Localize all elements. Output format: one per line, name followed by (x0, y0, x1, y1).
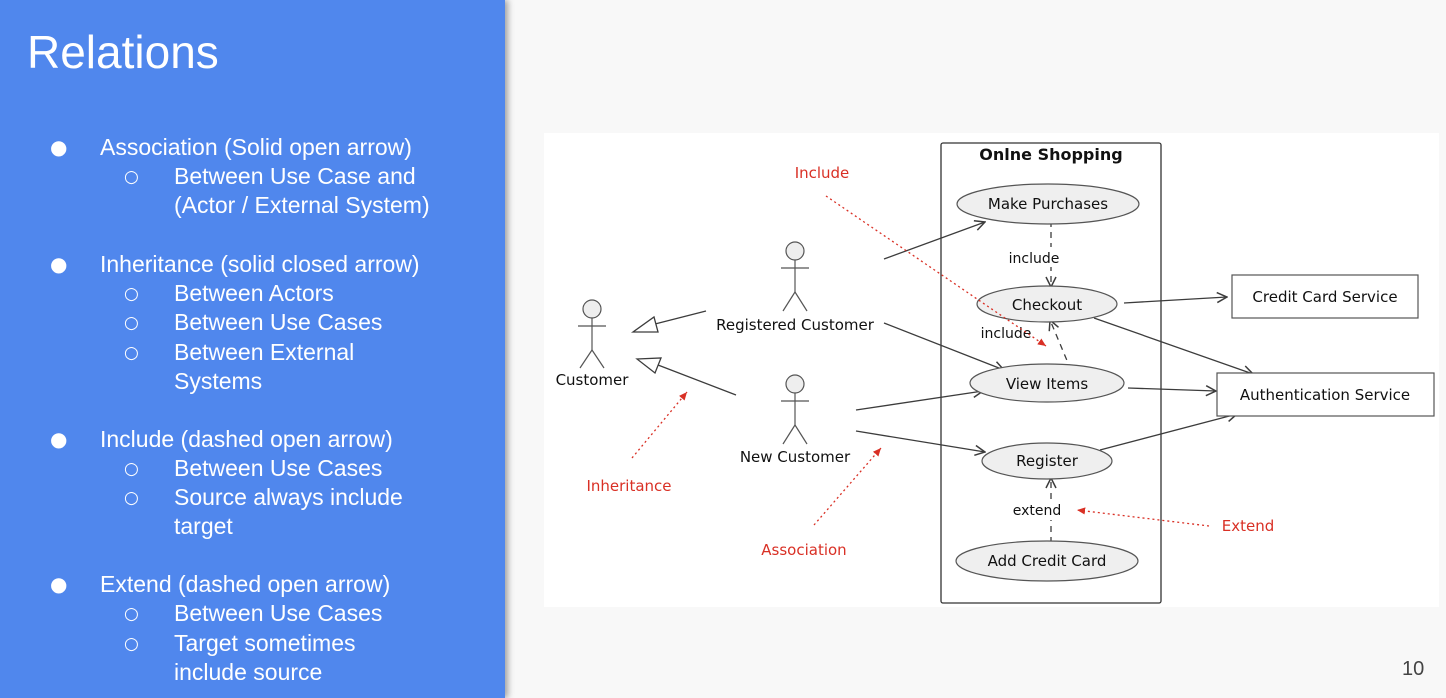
sub-bullet-text: include source (174, 659, 323, 685)
bullet-dot: ● (50, 572, 68, 596)
diagram-svg: Onlne Shopping Customer Registered Custo… (556, 142, 1435, 604)
sub-bullet-circle: ○ (124, 634, 139, 654)
include-label-1: include (1009, 251, 1060, 267)
usecase-view-items-label: View Items (1006, 375, 1089, 393)
assoc-checkout-auth (1093, 317, 1253, 374)
page-number: 10 (1402, 658, 1425, 680)
sub-bullet-text: Between Use Cases (174, 600, 383, 626)
actor-registered-label: Registered Customer (716, 316, 875, 334)
annotation-inheritance-label: Inheritance (586, 477, 671, 495)
bullet-inheritance: Inheritance (solid closed arrow) (100, 251, 420, 277)
inheritance-new-to-customer (635, 357, 737, 396)
usecase-make-purchases: Make Purchases (956, 183, 1140, 225)
slide-title: Relations (27, 26, 219, 78)
sub-bullet-circle: ○ (124, 459, 139, 479)
sub-bullet-text: (Actor / External System) (174, 192, 430, 218)
external-credit-card-service: Credit Card Service (1231, 274, 1419, 319)
sub-bullet-circle: ○ (124, 488, 139, 508)
annotation-association-arrow (813, 447, 882, 526)
sub-bullet-circle: ○ (124, 313, 139, 333)
use-case-diagram: Onlne Shopping Customer Registered Custo… (544, 133, 1439, 607)
bullet-dot: ● (50, 252, 68, 276)
external-credit-card-label: Credit Card Service (1252, 288, 1397, 306)
assoc-registered-make-purchases (883, 222, 985, 260)
usecase-register: Register (981, 442, 1113, 480)
bullet-association: Association (Solid open arrow) (100, 134, 412, 160)
external-authentication-service: Authentication Service (1216, 372, 1435, 417)
annotation-include-arrow (825, 195, 1047, 347)
actor-customer-figure (578, 299, 606, 369)
sub-bullet-circle: ○ (124, 167, 139, 187)
assoc-view-items-auth (1127, 388, 1216, 391)
sub-bullet-text: Between Use Case and (174, 163, 416, 189)
assoc-new-register (855, 430, 985, 452)
usecase-checkout-label: Checkout (1012, 296, 1082, 314)
bullet-include: Include (dashed open arrow) (100, 426, 393, 452)
assoc-new-view-items (855, 391, 983, 411)
annotation-extend-arrow (1076, 507, 1210, 527)
usecase-add-credit-card: Add Credit Card (955, 540, 1139, 582)
assoc-registered-view-items (883, 322, 1004, 370)
include-label-2: include (981, 326, 1032, 342)
external-auth-label: Authentication Service (1240, 386, 1410, 404)
actor-new-figure (781, 374, 809, 445)
usecase-add-credit-card-label: Add Credit Card (988, 552, 1107, 570)
label-bg (1008, 500, 1066, 520)
actor-new-label: New Customer (740, 448, 851, 466)
sub-bullet-circle: ○ (124, 604, 139, 624)
annotation-inheritance-arrow (631, 391, 688, 459)
inheritance-registered-to-customer (630, 310, 707, 333)
sub-bullet-text: target (174, 513, 233, 539)
sub-bullet-text: Source always include (174, 484, 403, 510)
bullet-dot: ● (50, 427, 68, 451)
sub-bullet-circle: ○ (124, 343, 139, 363)
extend-label: extend (1013, 503, 1062, 519)
bullet-extend: Extend (dashed open arrow) (100, 571, 391, 597)
sub-bullet-text: Between Actors (174, 280, 334, 306)
usecase-view-items: View Items (969, 363, 1125, 403)
sub-bullet-text: Between External (174, 339, 355, 365)
sub-bullet-circle: ○ (124, 284, 139, 304)
assoc-register-auth (1099, 414, 1237, 451)
actor-registered-figure (781, 241, 809, 312)
system-title: Onlne Shopping (979, 145, 1122, 164)
bullet-list: ● Association (Solid open arrow) ○ Betwe… (0, 0, 505, 698)
system-boundary (940, 142, 1162, 604)
assoc-checkout-credit-card (1123, 297, 1227, 304)
sub-bullet-text: Between Use Cases (174, 309, 383, 335)
include-view-items-checkout (1050, 320, 1072, 371)
actor-customer-label: Customer (556, 371, 630, 389)
sub-bullet-text: Target sometimes (174, 630, 356, 656)
sub-bullet-text: Systems (174, 368, 263, 394)
usecase-checkout: Checkout (976, 285, 1118, 323)
usecase-register-label: Register (1016, 452, 1079, 470)
annotation-extend-label: Extend (1222, 517, 1275, 535)
annotation-include-label: Include (795, 164, 850, 182)
label-bg (978, 323, 1036, 343)
left-panel (0, 0, 505, 698)
usecase-make-purchases-label: Make Purchases (988, 195, 1108, 213)
annotation-association-label: Association (761, 541, 846, 559)
bullet-dot: ● (50, 135, 68, 159)
sub-bullet-text: Between Use Cases (174, 455, 383, 481)
label-bg (1009, 247, 1059, 267)
